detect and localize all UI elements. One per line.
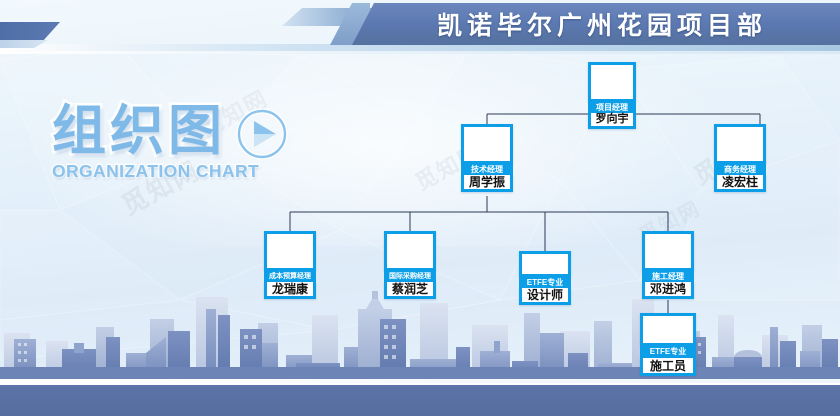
node-photo-placeholder	[461, 124, 513, 164]
org-node-project-manager[interactable]: 项目经理 罗向宇	[588, 62, 636, 129]
node-photo-placeholder	[519, 251, 571, 277]
header-banner: 凯诺毕尔广州花园项目部	[0, 0, 840, 56]
org-node-construction-manager[interactable]: 施工经理 邓进鸿	[642, 231, 694, 299]
banner-underline-secondary	[0, 51, 840, 54]
title-block: 组织图 ORGANIZATION CHART	[50, 101, 292, 183]
node-role-label: ETFE专业	[640, 346, 696, 358]
node-name-label: 设计师	[519, 288, 571, 305]
node-role-label: 施工经理	[642, 271, 694, 282]
org-node-technical-manager[interactable]: 技术经理 周学振	[461, 124, 513, 192]
node-name-label: 龙瑞康	[264, 282, 316, 299]
node-name-label: 施工员	[640, 358, 696, 376]
node-name-label: 邓进鸿	[642, 282, 694, 299]
banner-left-chevron	[0, 22, 60, 42]
node-name-label: 凌宏柱	[714, 175, 766, 192]
node-photo-placeholder	[642, 231, 694, 271]
node-role-label: 商务经理	[714, 164, 766, 175]
page-title: 组织图	[50, 101, 226, 161]
org-node-cost-budget-manager[interactable]: 成本预算经理 龙瑞康	[264, 231, 316, 299]
node-role-label: 成本预算经理	[264, 271, 316, 282]
banner-main-shape	[352, 3, 840, 45]
banner-underline	[0, 44, 840, 52]
org-node-etfe-designer[interactable]: ETFE专业 设计师	[519, 251, 571, 305]
org-node-etfe-construction-worker[interactable]: ETFE专业 施工员	[640, 313, 696, 376]
banner-left-chevron-light	[0, 40, 48, 48]
node-role-label: ETFE专业	[519, 277, 571, 288]
header-title: 凯诺毕尔广州花园项目部	[436, 12, 767, 40]
play-circle-icon	[236, 108, 288, 160]
node-photo-placeholder	[714, 124, 766, 164]
node-name-label: 蔡润芝	[384, 282, 436, 299]
node-photo-placeholder	[640, 313, 696, 346]
node-role-label: 技术经理	[461, 164, 513, 175]
node-role-label: 国际采购经理	[384, 271, 436, 282]
node-name-label: 罗向宇	[588, 113, 636, 129]
node-role-label: 项目经理	[588, 102, 636, 113]
node-photo-placeholder	[588, 62, 636, 102]
org-node-international-procurement-manager[interactable]: 国际采购经理 蔡润芝	[384, 231, 436, 299]
org-node-business-manager[interactable]: 商务经理 凌宏柱	[714, 124, 766, 192]
node-photo-placeholder	[384, 231, 436, 271]
city-skyline-illustration	[0, 291, 840, 381]
node-name-label: 周学振	[461, 175, 513, 192]
node-photo-placeholder	[264, 231, 316, 271]
footer-band	[0, 379, 840, 416]
page-subtitle: ORGANIZATION CHART	[51, 160, 260, 183]
